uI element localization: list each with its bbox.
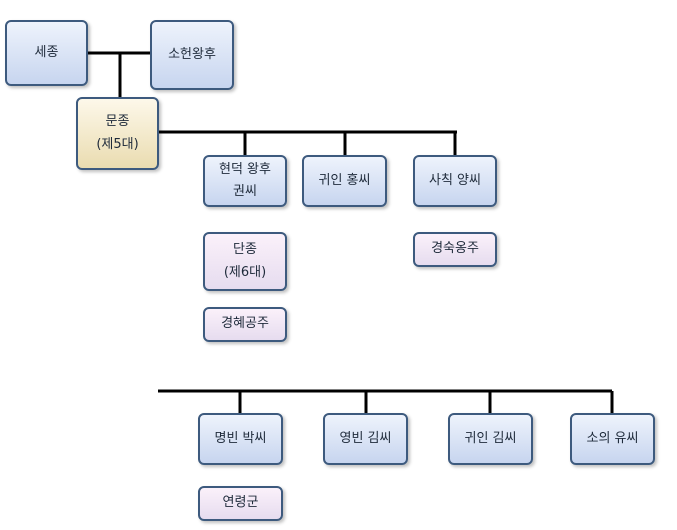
node-myeongbin-park: 명빈 박씨 [198, 413, 283, 465]
node-gyeonghye-gongju: 경혜공주 [203, 307, 287, 342]
node-sohun-wanghu: 소헌왕후 [150, 20, 234, 90]
node-label: 사칙 양씨 [429, 172, 481, 188]
node-label: 세종 [34, 44, 59, 60]
node-label: 소헌왕후 [168, 46, 216, 62]
node-label: 영빈 김씨 [339, 430, 392, 446]
node-munjong: 문종 (제5대) [76, 97, 159, 170]
node-label: 현덕 왕후 [219, 161, 271, 177]
node-reign: (제6대) [223, 264, 267, 280]
node-label: 연령군 [222, 495, 259, 511]
node-label: 귀인 김씨 [464, 430, 517, 446]
node-sachik-yang: 사칙 양씨 [413, 155, 497, 207]
node-label: 단종 [233, 242, 257, 258]
node-sejong: 세종 [5, 20, 88, 86]
node-label-2: 권씨 [233, 184, 257, 199]
node-label: 경숙옹주 [431, 241, 479, 257]
node-gwiin-hong: 귀인 홍씨 [302, 155, 387, 207]
node-label: 문종 [105, 114, 130, 130]
node-hyeondeok-wanghu: 현덕 왕후 권씨 [203, 155, 287, 207]
node-yeongbin-kim: 영빈 김씨 [323, 413, 408, 465]
node-yeongyeong-gun: 연령군 [198, 486, 283, 521]
node-label: 소의 유씨 [586, 430, 639, 446]
node-label: 귀인 홍씨 [318, 172, 371, 188]
node-label: 경혜공주 [221, 316, 269, 332]
node-gyeongsuk-ongju: 경숙옹주 [413, 232, 497, 267]
node-label: 명빈 박씨 [214, 430, 267, 446]
node-danjong: 단종 (제6대) [203, 232, 287, 291]
node-gwiin-kim: 귀인 김씨 [448, 413, 533, 465]
node-reign: (제5대) [96, 136, 139, 152]
node-soui-yu: 소의 유씨 [570, 413, 655, 465]
